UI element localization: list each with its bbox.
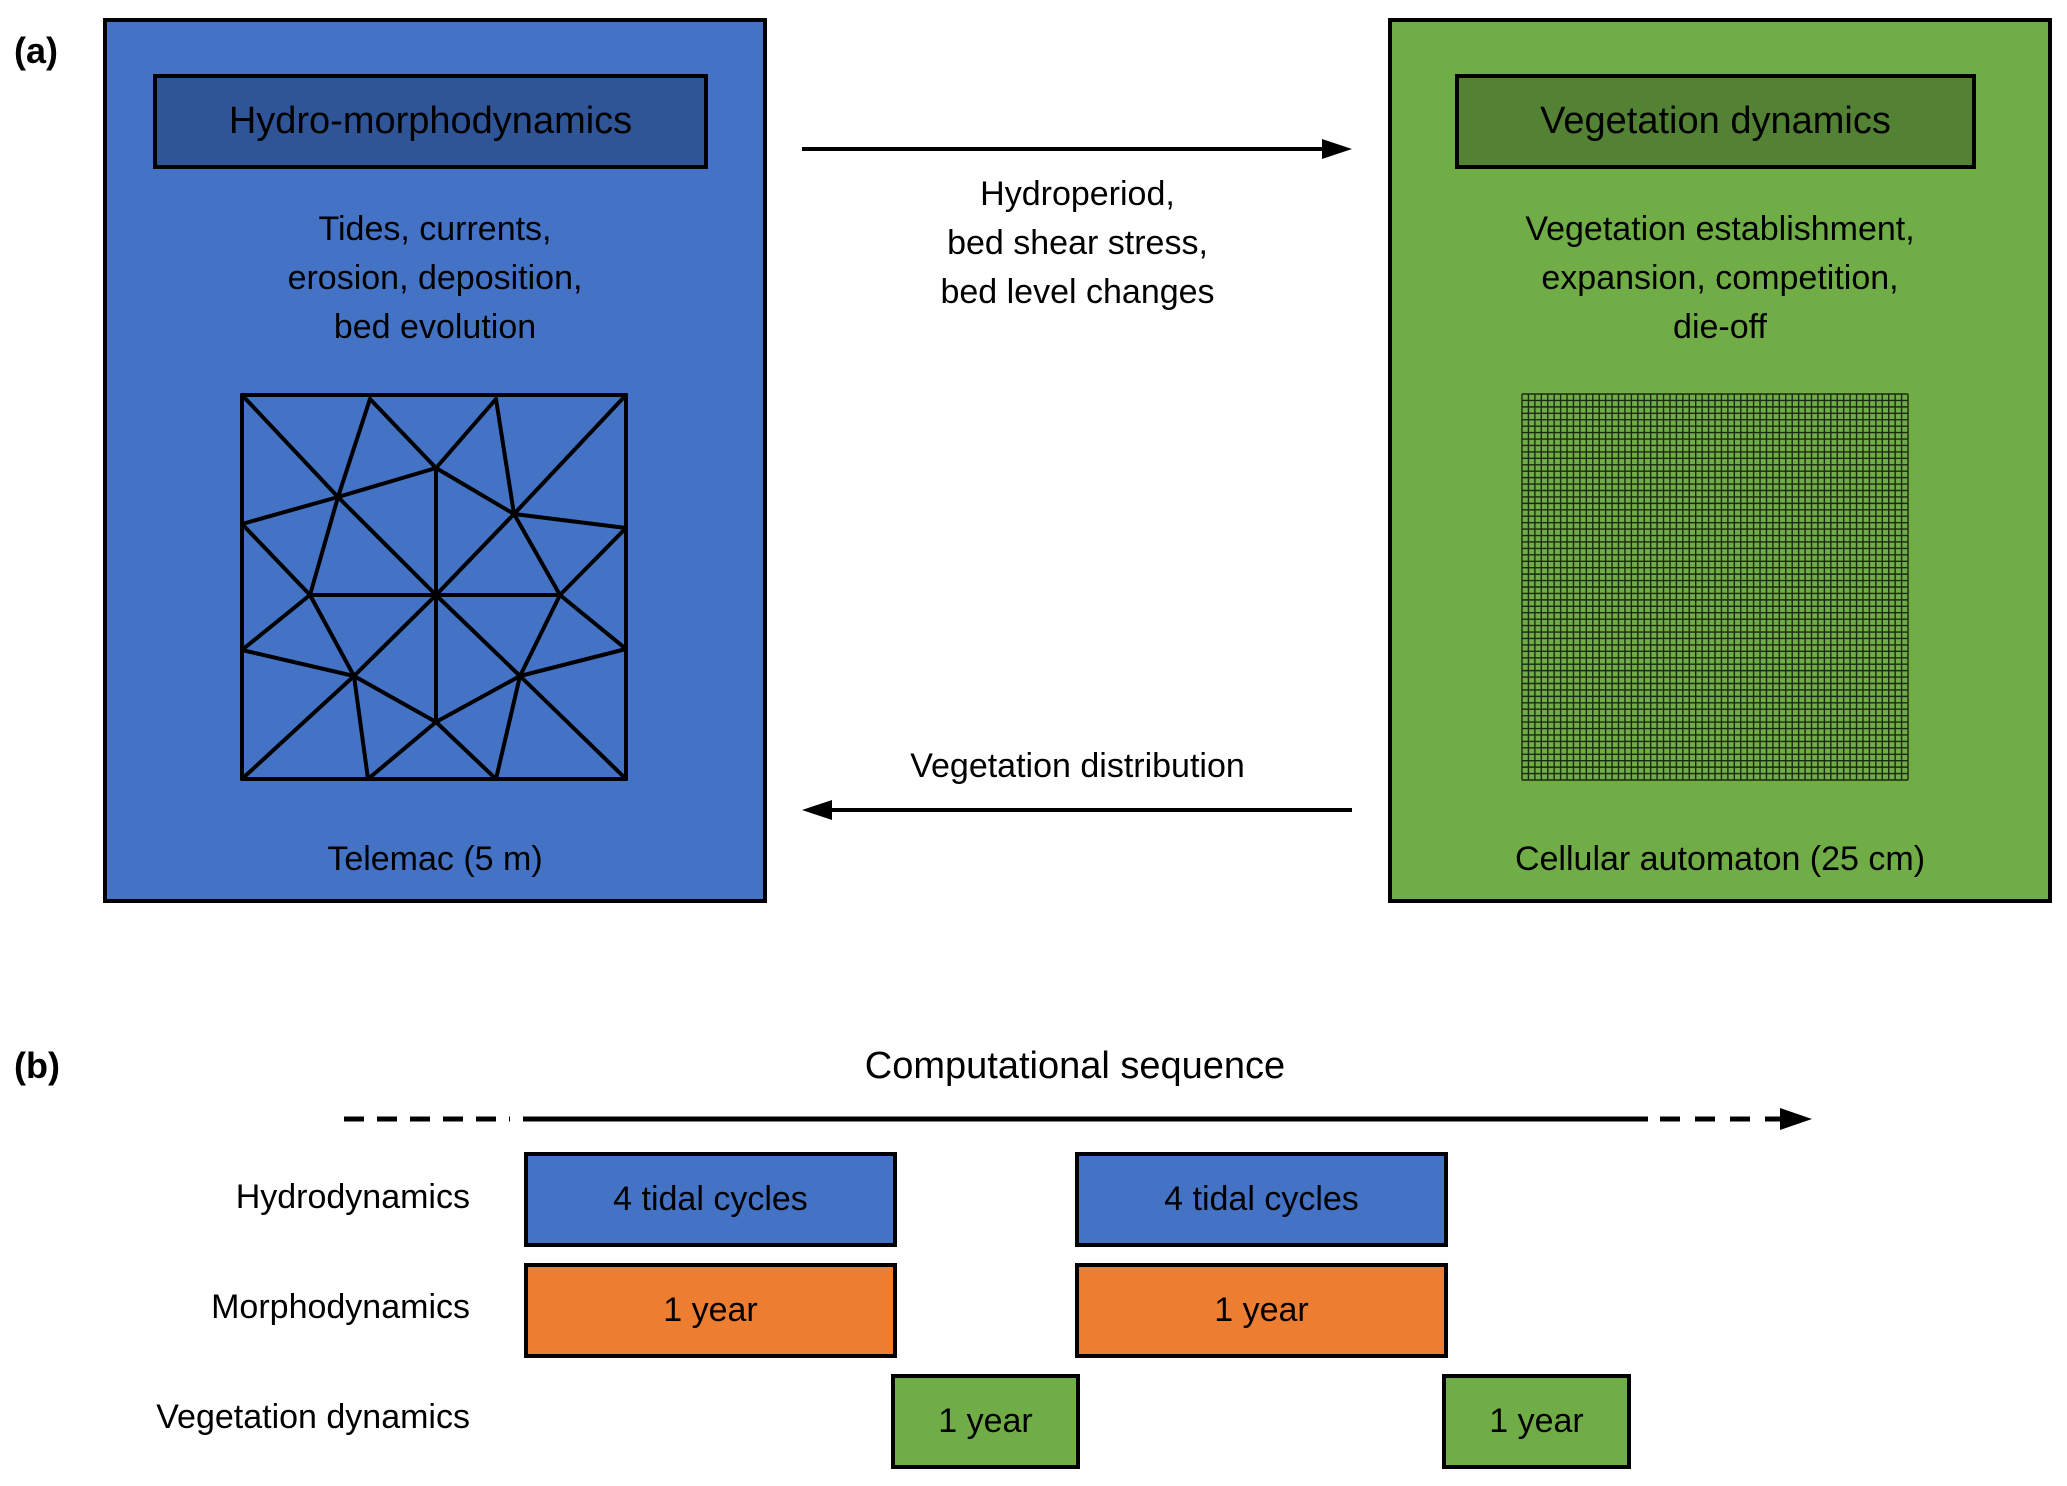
mesh-edge [558, 593, 628, 651]
vegetation-block-1: 1 year [891, 1374, 1080, 1469]
panel-b-label: (b) [14, 1045, 60, 1086]
vegetation-dynamics-header: Vegetation dynamics [1455, 74, 1976, 169]
mesh-edge [240, 393, 340, 499]
mesh-edge [336, 397, 372, 499]
arrowhead-left-icon [802, 800, 832, 820]
telemac-caption: Telemac (5 m) [327, 840, 543, 878]
mesh-edge [240, 674, 356, 781]
mesh-edge [434, 512, 516, 597]
morphodynamics-block-1: 1 year [524, 1263, 897, 1358]
row-label-hydrodynamics: Hydrodynamics [235, 1178, 470, 1216]
mesh-edge [434, 466, 516, 516]
mesh-edge [518, 593, 562, 678]
mesh-edge [434, 593, 522, 678]
mesh-edge [240, 593, 312, 652]
mesh-edge [494, 397, 516, 516]
hydro-morphodynamics-title: Hydro-morphodynamics [228, 100, 633, 142]
grid-lines [1521, 393, 1909, 781]
arrowhead-right-icon [1780, 1108, 1812, 1130]
row-label-morphodynamics: Morphodynamics [211, 1288, 470, 1326]
hydro-morphodynamics-header: Hydro-morphodynamics [153, 74, 708, 169]
hydro-morphodynamics-description: Tides, currents, erosion, deposition, be… [287, 210, 583, 346]
cellular-grid-icon [1521, 393, 1909, 781]
mesh-edge [434, 720, 498, 781]
arrowhead-right-icon [1322, 139, 1352, 159]
backward-coupling-arrow [802, 800, 1352, 820]
forward-coupling-arrow [802, 139, 1352, 159]
mesh-edge [512, 512, 628, 530]
mesh-edge [366, 720, 438, 781]
sequence-timeline-arrow [344, 1108, 1812, 1130]
mesh-edge [308, 495, 340, 597]
mesh-edge [518, 647, 628, 678]
triangular-mesh-icon [240, 393, 628, 781]
mesh-edge [352, 674, 438, 724]
panel-a-label: (a) [14, 30, 58, 71]
backward-arrow-label: Vegetation distribution [910, 747, 1245, 785]
vegetation-block-2: 1 year [1442, 1374, 1631, 1469]
block-text: 1 year [1489, 1402, 1584, 1440]
mesh-edge [336, 466, 438, 499]
mesh-edge [368, 397, 438, 470]
vegetation-dynamics-title: Vegetation dynamics [1540, 100, 1891, 142]
mesh-edge [240, 522, 312, 597]
mesh-edge [518, 674, 628, 781]
mesh-edge [240, 495, 340, 526]
vegetation-dynamics-description: Vegetation establishment, expansion, com… [1525, 210, 1915, 346]
mesh-edge [512, 393, 628, 516]
mesh-edge [352, 593, 438, 678]
mesh-edge [240, 648, 356, 678]
cellular-automaton-caption: Cellular automaton (25 cm) [1514, 840, 1926, 878]
block-text: 4 tidal cycles [1164, 1180, 1359, 1218]
mesh-edge [434, 674, 522, 724]
mesh-edge [512, 512, 562, 597]
hydrodynamics-block-2: 4 tidal cycles [1075, 1152, 1448, 1247]
hydrodynamics-block-1: 4 tidal cycles [524, 1152, 897, 1247]
morphodynamics-block-2: 1 year [1075, 1263, 1448, 1358]
block-text: 1 year [938, 1402, 1033, 1440]
mesh-edge [494, 674, 522, 781]
block-text: 1 year [663, 1291, 758, 1329]
block-text: 1 year [1214, 1291, 1309, 1329]
mesh-edge [352, 674, 370, 781]
mesh-edge [434, 397, 498, 470]
mesh-edge [308, 593, 356, 678]
forward-arrow-label: Hydroperiod, bed shear stress, bed level… [940, 175, 1215, 311]
mesh-edge [558, 526, 628, 597]
row-label-vegetation-dynamics: Vegetation dynamics [156, 1398, 470, 1436]
computational-sequence-title: Computational sequence [864, 1045, 1286, 1087]
mesh-edge [336, 495, 438, 597]
block-text: 4 tidal cycles [613, 1180, 808, 1218]
